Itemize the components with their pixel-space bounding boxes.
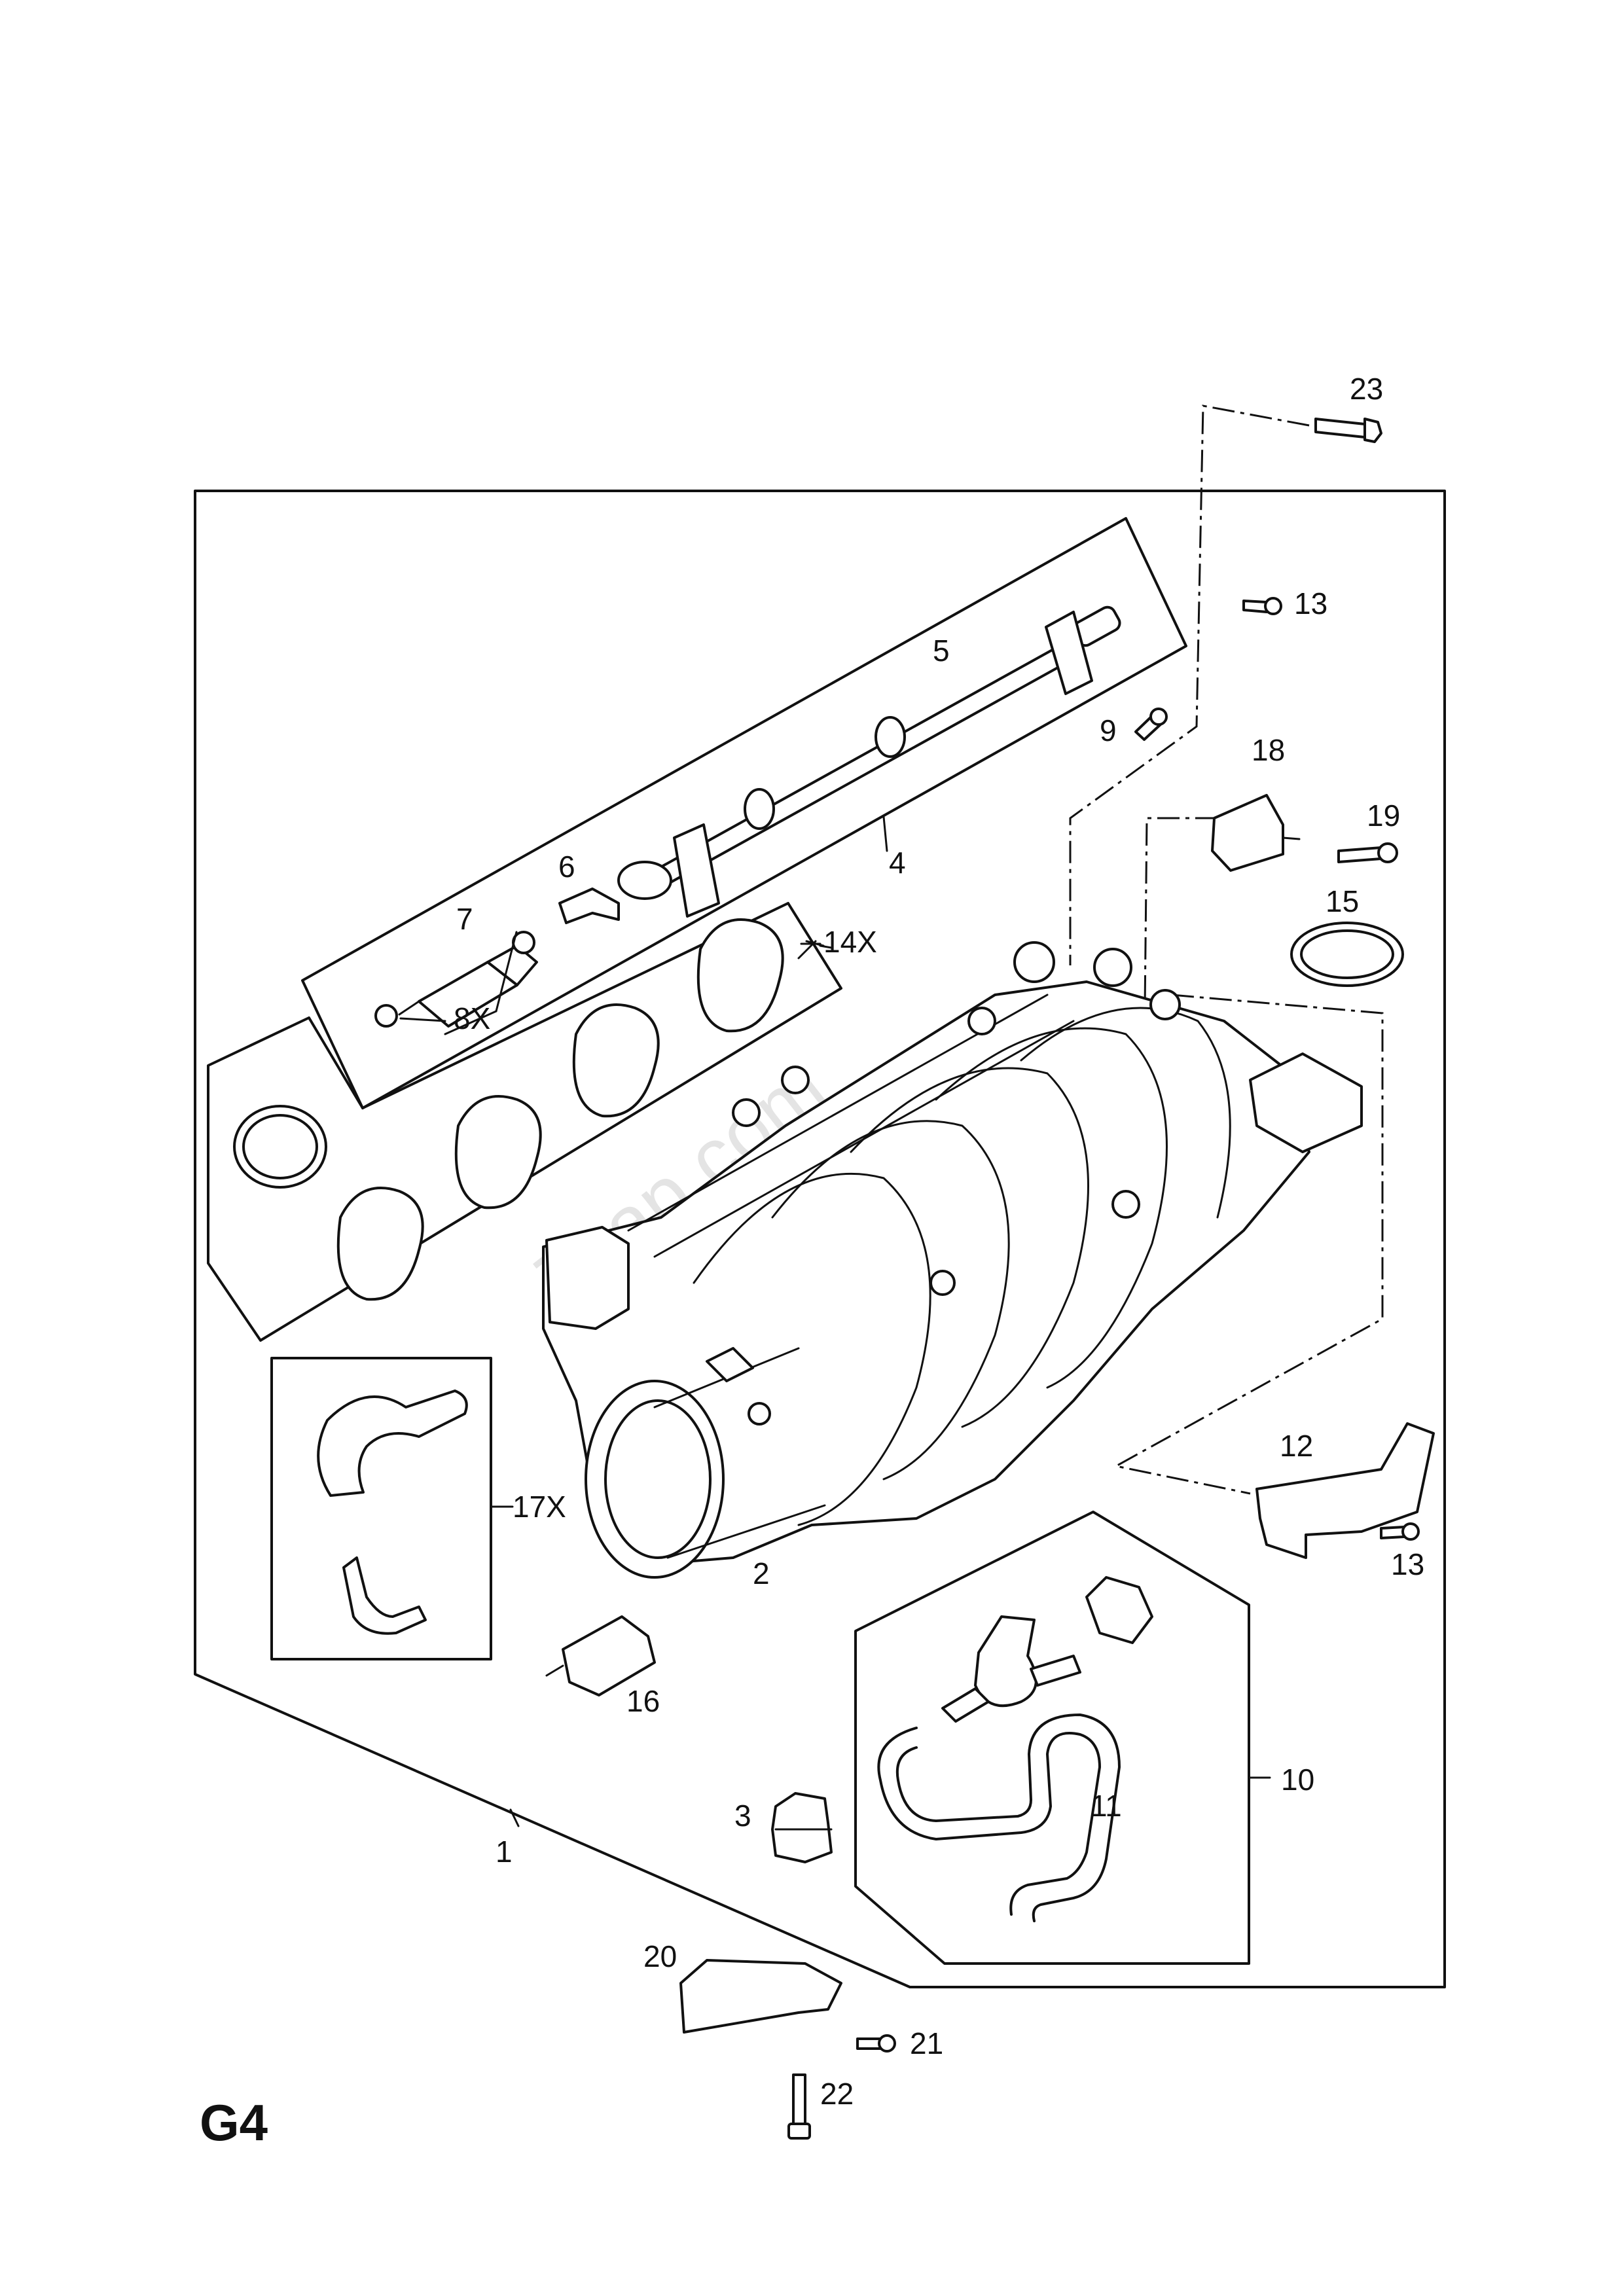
purge-valve [941,1576,1153,1723]
callout-12: 12 [1280,1429,1313,1463]
bolt-9 [1134,708,1168,741]
callout-labels: 23 13 5 9 18 19 6 4 7 15 14X 8X 12 17X 1… [454,372,1424,2111]
callout-21: 21 [910,2026,943,2060]
mount-3 [771,1792,833,1863]
intake-gaskets [233,918,784,1301]
tps-sensor [1211,794,1301,872]
pcv-hose [317,1390,468,1635]
callout-15: 15 [1326,884,1359,918]
callout-10: 10 [1281,1763,1314,1797]
purge-valve-box [854,1511,1250,1965]
callout-9: 9 [1100,713,1117,747]
injector-clip [558,888,620,924]
bolt-22 [787,2073,811,2140]
callout-3: 3 [734,1799,751,1833]
bolt-13-lower [1380,1522,1420,1541]
map-sensor [545,1615,656,1696]
callout-16: 16 [626,1684,660,1718]
bracket-12 [1255,1422,1435,1559]
fuel-rail [617,605,1121,918]
bolt-13-upper [1242,597,1282,615]
fuel-rail-box [301,517,1187,1109]
bolt-21 [856,2034,896,2053]
bracket-20 [679,1959,842,2034]
seal-ring [1290,922,1404,987]
callout-13-upper: 13 [1294,586,1327,620]
leader-lines [399,816,1271,1827]
callout-18: 18 [1252,733,1285,767]
page-id: G4 [200,2094,268,2151]
callout-23: 23 [1350,372,1383,406]
callout-1: 1 [496,1835,513,1869]
callout-4: 4 [889,846,906,880]
hose-box [270,1357,492,1660]
gasket-panel [207,902,842,1342]
callout-20: 20 [643,1939,677,1973]
callout-5: 5 [933,634,950,668]
purge-hose [877,1713,1121,1922]
callout-2: 2 [753,1556,770,1590]
callout-14x: 14X [823,925,877,959]
callout-17x: 17X [513,1490,566,1524]
callout-13-lower: 13 [1391,1547,1424,1581]
callout-11: 11 [1091,1789,1122,1823]
intake-manifold [542,941,1363,1579]
assembly-outline [194,490,1446,1988]
callout-19: 19 [1367,798,1400,833]
callout-22: 22 [820,2077,854,2111]
callout-7: 7 [456,902,473,936]
callout-8x: 8X [454,1001,490,1035]
callout-6: 6 [558,850,575,884]
bolt-23 [1314,418,1382,443]
fuel-injector [374,931,538,1028]
dashdot-line-23 [1069,404,1310,965]
bolt-19 [1337,842,1398,863]
